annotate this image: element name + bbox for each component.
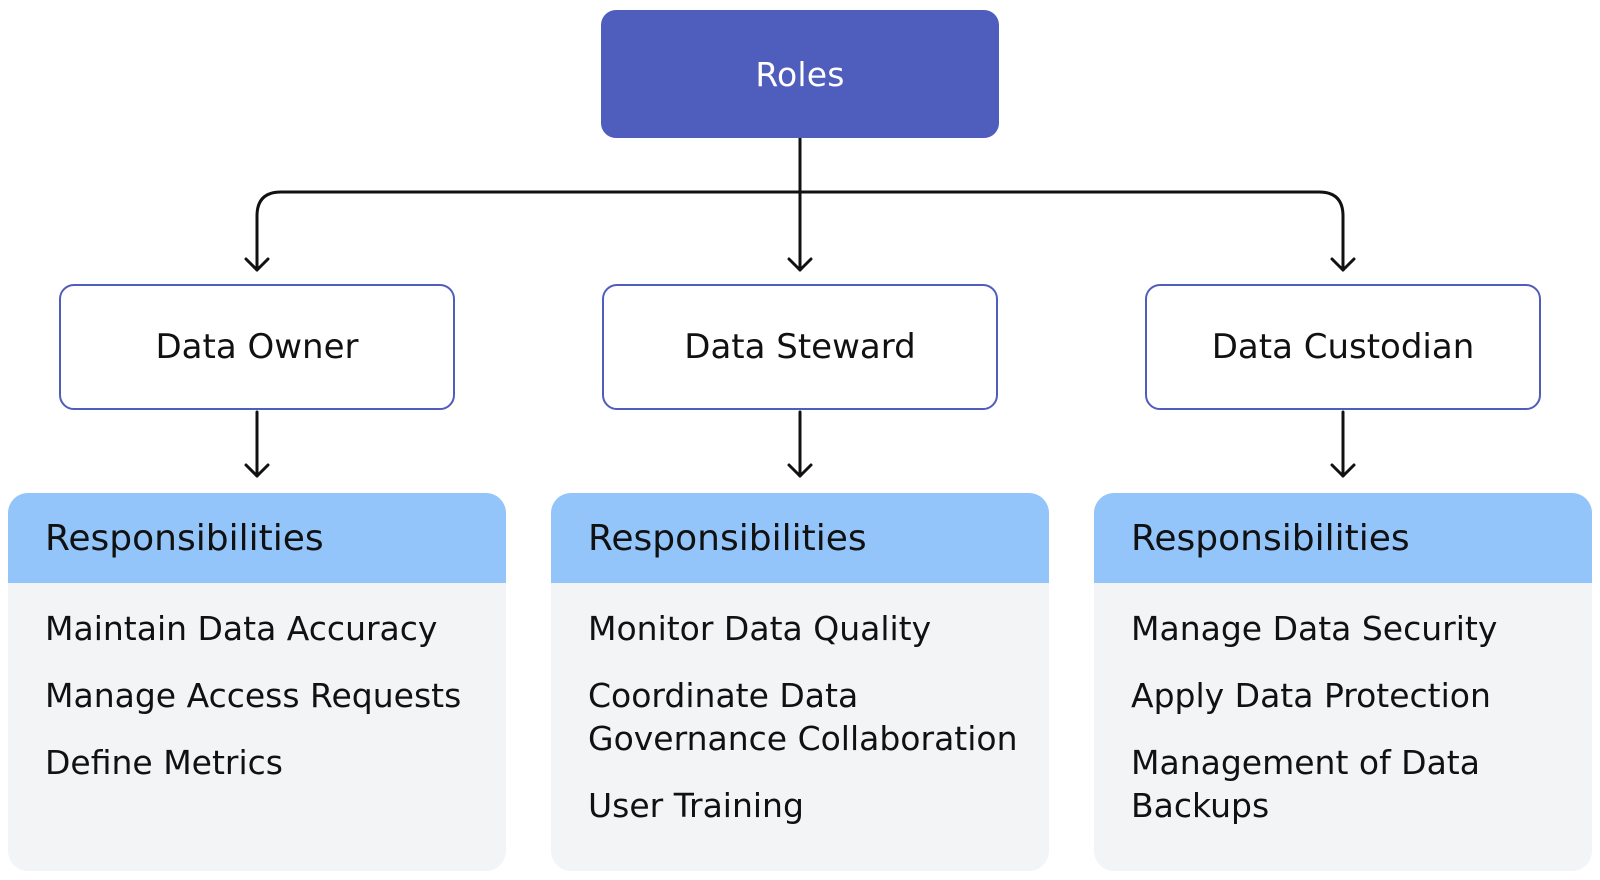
responsibilities-list: Monitor Data Quality Coordinate Data Gov…	[551, 583, 1049, 827]
responsibility-item: User Training	[588, 786, 804, 825]
data-custodian-label: Data Custodian	[1211, 327, 1475, 367]
arrowhead-custodian	[1330, 257, 1356, 272]
responsibility-item: Management of Data Backups	[1131, 743, 1480, 825]
arrowhead-steward	[787, 257, 813, 272]
responsibilities-title: Responsibilities	[45, 517, 324, 559]
responsibilities-header: Responsibilities	[1094, 493, 1592, 583]
data-steward-responsibilities-card: Responsibilities Monitor Data Quality Co…	[551, 493, 1049, 871]
connector-root-to-custodian	[798, 190, 1345, 272]
data-owner-node: Data Owner	[59, 284, 455, 410]
arrowhead-custodian-responsibilities	[1330, 463, 1356, 478]
connector-root-to-owner	[255, 190, 802, 272]
responsibility-item: Maintain Data Accuracy	[45, 609, 438, 648]
responsibilities-title: Responsibilities	[1131, 517, 1410, 559]
responsibilities-header: Responsibilities	[8, 493, 506, 583]
data-custodian-responsibilities-card: Responsibilities Manage Data Security Ap…	[1094, 493, 1592, 871]
data-owner-responsibilities-card: Responsibilities Maintain Data Accuracy …	[8, 493, 506, 871]
responsibility-item: Apply Data Protection	[1131, 676, 1491, 715]
data-steward-label: Data Steward	[684, 327, 916, 367]
responsibility-item: Manage Access Requests	[45, 676, 462, 715]
responsibilities-list: Manage Data Security Apply Data Protecti…	[1094, 583, 1592, 827]
data-custodian-node: Data Custodian	[1145, 284, 1541, 410]
responsibility-item: Coordinate Data Governance Collaboration	[588, 676, 1018, 758]
responsibilities-header: Responsibilities	[551, 493, 1049, 583]
responsibilities-title: Responsibilities	[588, 517, 867, 559]
responsibilities-list: Maintain Data Accuracy Manage Access Req…	[8, 583, 506, 784]
data-steward-node: Data Steward	[602, 284, 998, 410]
arrowhead-owner	[244, 257, 270, 272]
responsibility-item: Monitor Data Quality	[588, 609, 932, 648]
responsibility-item: Define Metrics	[45, 743, 283, 782]
roles-node: Roles	[601, 10, 999, 138]
arrowhead-steward-responsibilities	[787, 463, 813, 478]
arrowhead-owner-responsibilities	[244, 463, 270, 478]
data-owner-label: Data Owner	[155, 327, 359, 367]
responsibility-item: Manage Data Security	[1131, 609, 1498, 648]
roles-label: Roles	[755, 54, 845, 94]
